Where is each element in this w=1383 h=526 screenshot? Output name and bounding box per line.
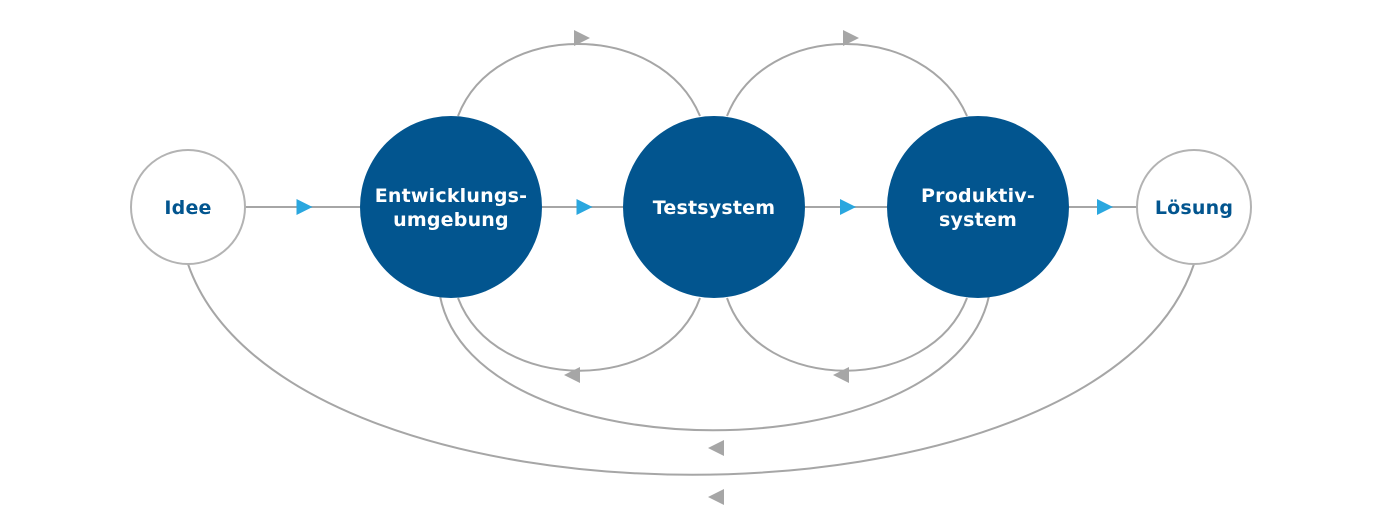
node-produktiv-circle xyxy=(887,116,1069,298)
nodes-layer: Idee Entwicklungs-umgebung Testsystem Produ… xyxy=(130,116,1252,298)
loop-arrow-test-to-produktiv-icon xyxy=(843,30,859,46)
node-loesung: Lösung xyxy=(1136,149,1252,265)
node-idee-label: Idee xyxy=(164,197,211,219)
node-loesung-label: Lösung xyxy=(1155,197,1233,219)
node-produktiv: Produktiv-system xyxy=(887,116,1069,298)
node-loesung-circle xyxy=(1136,149,1252,265)
loop-arrow-loesung-to-idee-icon xyxy=(708,489,724,505)
loop-arrow-produktiv-to-test-icon xyxy=(833,367,849,383)
forward-arrow-test-to-produktiv-icon xyxy=(840,199,856,215)
node-test-circle xyxy=(623,116,805,298)
loop-edge-produktiv-to-test xyxy=(726,297,968,372)
loop-edge-test-to-entwicklung xyxy=(457,297,701,372)
node-produktiv-label: system xyxy=(939,209,1017,231)
loop-edge-loesung-to-idee xyxy=(187,263,1195,476)
loop-arrow-produktiv-to-entwicklung-icon xyxy=(708,440,724,456)
node-entwicklung-label: umgebung xyxy=(393,209,509,231)
forward-arrow-produktiv-to-loesung-icon xyxy=(1097,199,1113,215)
loop-edge-test-to-produktiv xyxy=(726,43,968,117)
arrows-layer xyxy=(296,30,1113,505)
node-test: Testsystem xyxy=(623,116,805,298)
loop-arrow-test-to-entwicklung-icon xyxy=(564,367,580,383)
node-produktiv-label: Produktiv- xyxy=(921,185,1035,207)
node-entwicklung-label: Entwicklungs- xyxy=(375,185,528,207)
node-entwicklung: Entwicklungs-umgebung xyxy=(360,116,542,298)
node-test-label: Testsystem xyxy=(653,197,776,219)
forward-arrow-entwicklung-to-test-icon xyxy=(576,199,593,215)
loop-arrow-entwicklung-to-test-icon xyxy=(574,30,590,46)
node-entwicklung-circle xyxy=(360,116,542,298)
node-idee: Idee xyxy=(130,149,246,265)
loop-edge-entwicklung-to-test xyxy=(457,43,701,117)
forward-arrow-idee-to-entwicklung-icon xyxy=(296,199,313,215)
node-idee-circle xyxy=(130,149,246,265)
loop-edge-produktiv-to-entwicklung xyxy=(439,295,990,432)
